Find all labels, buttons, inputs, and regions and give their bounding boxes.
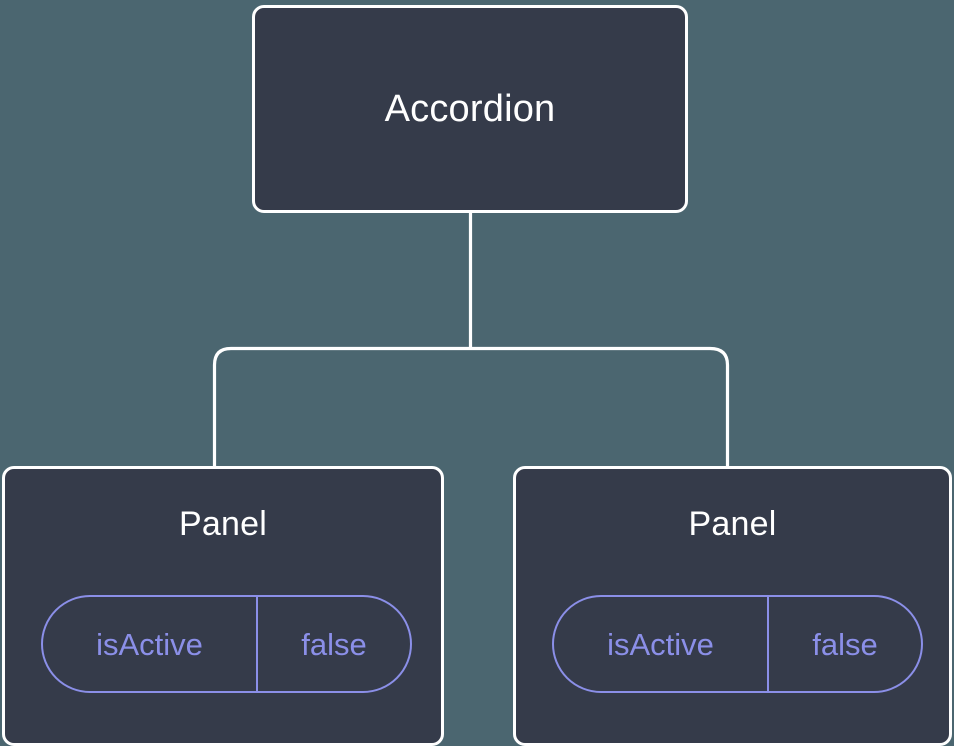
node-title: Panel [688,505,777,543]
prop-badge-isactive[interactable]: isActive false [552,595,923,693]
node-panel-2[interactable]: Panel isActive false [513,466,952,746]
prop-value: false [812,626,878,662]
prop-badge-isactive[interactable]: isActive false [41,595,412,693]
node-accordion[interactable]: Accordion [252,5,688,213]
node-title: Panel [179,505,267,543]
prop-key: isActive [554,597,769,691]
node-panel-1[interactable]: Panel isActive false [2,466,444,746]
prop-value: false [301,626,367,662]
prop-key: isActive [43,597,258,691]
connector-child-bus [212,346,730,470]
node-title: Accordion [384,88,556,130]
